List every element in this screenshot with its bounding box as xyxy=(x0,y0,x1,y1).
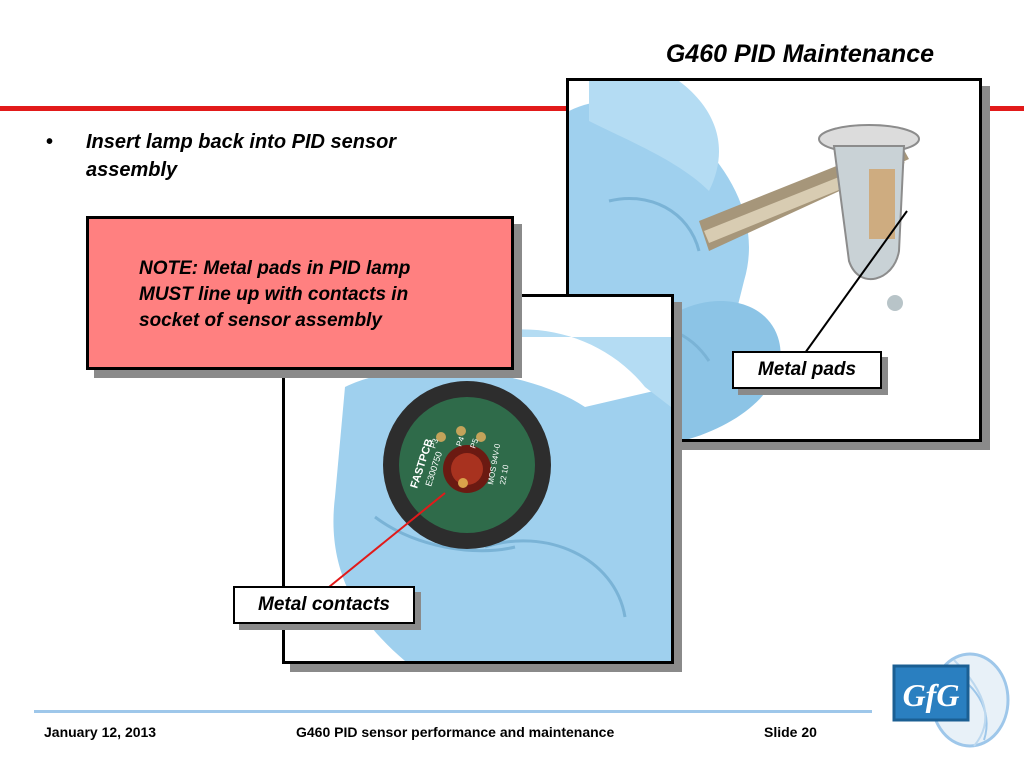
bullet-text: Insert lamp back into PID sensor assembl… xyxy=(86,131,397,181)
title-rule-right xyxy=(982,106,1024,111)
logo-text: GfG xyxy=(903,677,960,713)
bullet-marker: • xyxy=(46,131,54,153)
gfg-logo: GfG xyxy=(884,650,1014,754)
pcb-p5-label: P5 xyxy=(468,437,480,450)
metal-contacts-callout: Metal contacts xyxy=(233,586,415,624)
footer-date: January 12, 2013 xyxy=(44,724,157,740)
pcb-p3-label: P3 xyxy=(428,437,440,450)
note-box: NOTE: Metal pads in PID lamp MUST line u… xyxy=(86,216,514,370)
slide-number: Slide 20 xyxy=(764,724,817,740)
title-rule-left xyxy=(0,106,567,111)
metal-pads-callout: Metal pads xyxy=(732,351,882,389)
footer-title: G460 PID sensor performance and maintena… xyxy=(296,724,615,740)
pcb-code-label: 22 10 xyxy=(498,464,510,486)
slide-title: G460 PID Maintenance xyxy=(665,40,934,68)
note-text: NOTE: Metal pads in PID lamp MUST line u… xyxy=(139,258,411,331)
footer-rule xyxy=(34,710,872,713)
pcb-p4-label: P4 xyxy=(454,435,466,448)
